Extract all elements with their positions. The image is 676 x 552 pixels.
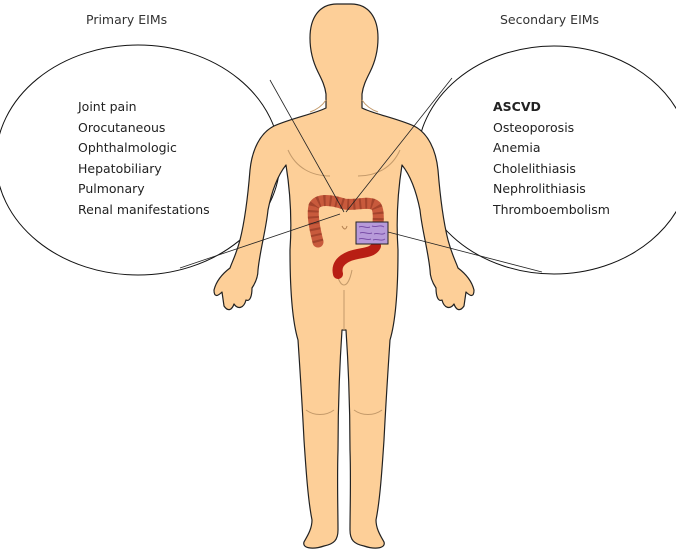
connector-primary-lower [179, 213, 341, 269]
knee-left [305, 409, 335, 415]
secondary-eim-item: Thromboembolism [493, 201, 610, 217]
secondary-eim-item: Osteoporosis [493, 119, 575, 135]
primary-eim-item: Pulmonary [78, 181, 145, 196]
primary-eim-item: Ophthalmologic [78, 140, 177, 155]
secondary-eim-item: Cholelithiasis [493, 160, 576, 176]
primary-eim-item: Joint pain [78, 99, 137, 114]
connector-primary-upper [269, 79, 345, 213]
primary-eim-item: Renal manifestations [78, 201, 210, 217]
colon-tube [307, 195, 384, 248]
human-body [213, 3, 475, 549]
secondary-eims-list: ASCVD Osteoporosis Anemia Cholelithiasis… [493, 97, 610, 220]
primary-eims-list: Joint pain Orocutaneous Ophthalmologic H… [78, 97, 210, 220]
chest-contour-left [287, 149, 331, 177]
navel [341, 225, 348, 230]
secondary-eim-item: ASCVD [493, 99, 541, 114]
connector-secondary-lower [387, 231, 543, 273]
primary-eim-item: Hepatobiliary [78, 160, 162, 176]
neck-line-right [361, 99, 379, 113]
rectum-sigmoid [332, 241, 381, 279]
body-silhouette [213, 3, 475, 549]
secondary-eim-item: Anemia [493, 140, 541, 155]
chest-contour-right [357, 149, 401, 177]
neck-line-left [309, 99, 327, 113]
secondary-eim-item: Nephrolithiasis [493, 181, 586, 196]
primary-eim-item: Orocutaneous [78, 119, 166, 135]
colon-haustra [307, 195, 384, 244]
secondary-eims-heading: Secondary EIMs [500, 12, 600, 27]
histology-texture [358, 225, 386, 241]
colon [307, 195, 384, 279]
primary-eims-heading: Primary EIMs [86, 12, 168, 27]
connector-secondary-upper [345, 77, 453, 213]
knee-right [353, 409, 383, 415]
